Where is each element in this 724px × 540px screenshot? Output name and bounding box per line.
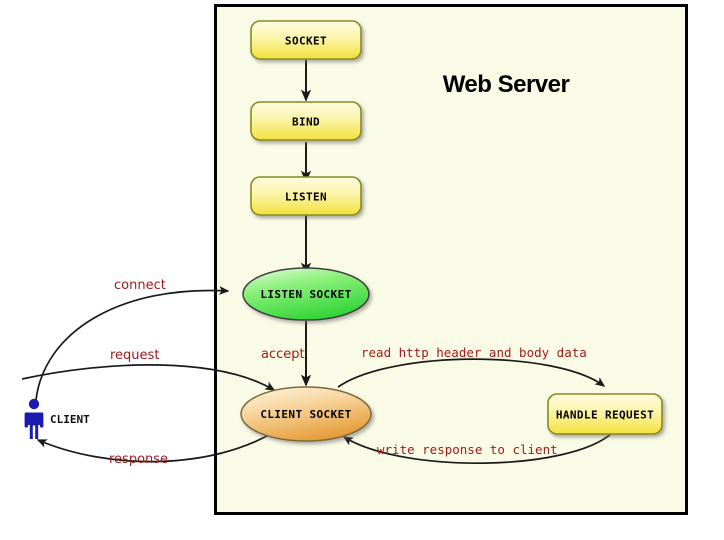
node-socket-label: SOCKET: [285, 35, 327, 48]
edge-label-response: response: [109, 452, 168, 467]
edge-label-connect: connect: [114, 278, 166, 293]
client-actor-label: CLIENT: [50, 413, 90, 426]
node-listen-socket-label: LISTEN SOCKET: [260, 288, 351, 301]
edge-request: [21, 364, 276, 391]
node-handle-request-label: HANDLE REQUEST: [556, 409, 654, 422]
edge-label-request: request: [110, 348, 159, 363]
node-bind-shape: [250, 101, 362, 141]
node-listen-socket-shape: [242, 267, 370, 321]
person-icon-body: [26, 412, 42, 439]
node-bind[interactable]: BIND: [250, 101, 362, 141]
edge-label-read-http: read http header and body data: [361, 345, 587, 360]
edge-label-accept: accept: [261, 347, 305, 362]
client-actor[interactable]: CLIENT: [24, 398, 91, 439]
node-handle-request-shape: [547, 393, 663, 435]
person-icon-head: [28, 398, 40, 410]
node-socket-shape: [250, 20, 362, 60]
person-icon: [24, 398, 44, 439]
node-socket[interactable]: SOCKET: [250, 20, 362, 60]
node-client-socket[interactable]: CLIENT SOCKET: [240, 386, 372, 442]
node-client-socket-shape: [240, 386, 372, 442]
person-icon-arm-right: [40, 412, 44, 428]
page-title: Web Server: [443, 71, 570, 98]
edge-response: [36, 431, 275, 463]
node-listen[interactable]: LISTEN: [250, 176, 362, 216]
edge-label-write-response: write response to client: [377, 442, 558, 457]
node-bind-label: BIND: [292, 116, 320, 129]
person-icon-arm-left: [24, 412, 28, 428]
node-listen-shape: [250, 176, 362, 216]
node-client-socket-label: CLIENT SOCKET: [260, 408, 351, 421]
edge-labels-group: connect accept request response read htt…: [109, 278, 587, 467]
edge-read-http: [337, 358, 606, 388]
node-listen-label: LISTEN: [285, 191, 327, 204]
node-handle-request[interactable]: HANDLE REQUEST: [547, 393, 663, 435]
node-listen-socket[interactable]: LISTEN SOCKET: [242, 267, 370, 321]
edge-connect: [35, 286, 230, 401]
curved-edges-group: [21, 286, 613, 464]
edge-write-response: [342, 432, 613, 464]
